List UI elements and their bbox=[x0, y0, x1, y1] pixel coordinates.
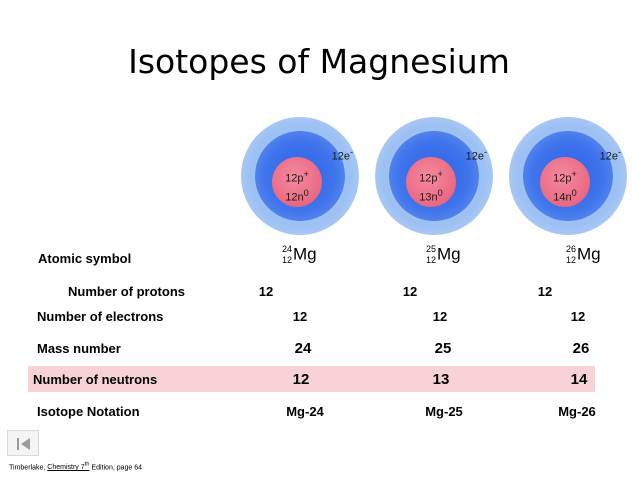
label-protons: Number of protons bbox=[68, 284, 185, 299]
neutrons-row-highlight bbox=[28, 366, 595, 392]
neutrons-mg26: 14 bbox=[570, 371, 588, 388]
electron-count-label: 12e- bbox=[465, 147, 487, 163]
label-electrons: Number of electrons bbox=[37, 309, 164, 324]
nucleus: 12p+14n0 bbox=[540, 157, 590, 207]
label-isotope-notation: Isotope Notation bbox=[37, 404, 140, 419]
electrons-mg24: 12 bbox=[292, 309, 308, 324]
protons-mg26: 12 bbox=[537, 284, 553, 299]
label-atomic-symbol: Atomic symbol bbox=[38, 251, 132, 266]
slide-title: Isotopes of Magnesium bbox=[128, 42, 510, 81]
notation-mg24: Mg-24 bbox=[286, 404, 324, 419]
nucleus: 12p+13n0 bbox=[406, 157, 456, 207]
citation-footer: Timberlake, Chemistry 7th Edition, page … bbox=[9, 462, 143, 472]
protons-mg24: 12 bbox=[258, 284, 274, 299]
label-mass-number: Mass number bbox=[37, 341, 121, 356]
mass-mg26: 26 bbox=[572, 340, 590, 357]
mass-mg25: 25 bbox=[434, 340, 452, 357]
electron-count-label: 12e- bbox=[599, 147, 621, 163]
atom-model-mg24: 12e- 12p+12n0 bbox=[241, 117, 359, 235]
mass-mg24: 24 bbox=[294, 340, 312, 357]
atom-model-mg25: 12e- 12p+13n0 bbox=[375, 117, 493, 235]
arrow-left-icon bbox=[21, 438, 30, 450]
electrons-mg26: 12 bbox=[570, 309, 586, 324]
skip-back-icon bbox=[17, 438, 19, 450]
nucleus: 12p+12n0 bbox=[272, 157, 322, 207]
notation-mg25: Mg-25 bbox=[425, 404, 463, 419]
label-neutrons: Number of neutrons bbox=[33, 372, 158, 387]
electron-count-label: 12e- bbox=[331, 147, 353, 163]
neutrons-mg24: 12 bbox=[292, 371, 310, 388]
notation-mg26: Mg-26 bbox=[558, 404, 596, 419]
book-title-link: Chemistry 7th bbox=[47, 462, 90, 472]
neutrons-mg25: 13 bbox=[432, 371, 450, 388]
protons-mg25: 12 bbox=[402, 284, 418, 299]
atom-model-mg26: 12e- 12p+14n0 bbox=[509, 117, 627, 235]
previous-slide-button[interactable] bbox=[7, 430, 39, 456]
electrons-mg25: 12 bbox=[432, 309, 448, 324]
